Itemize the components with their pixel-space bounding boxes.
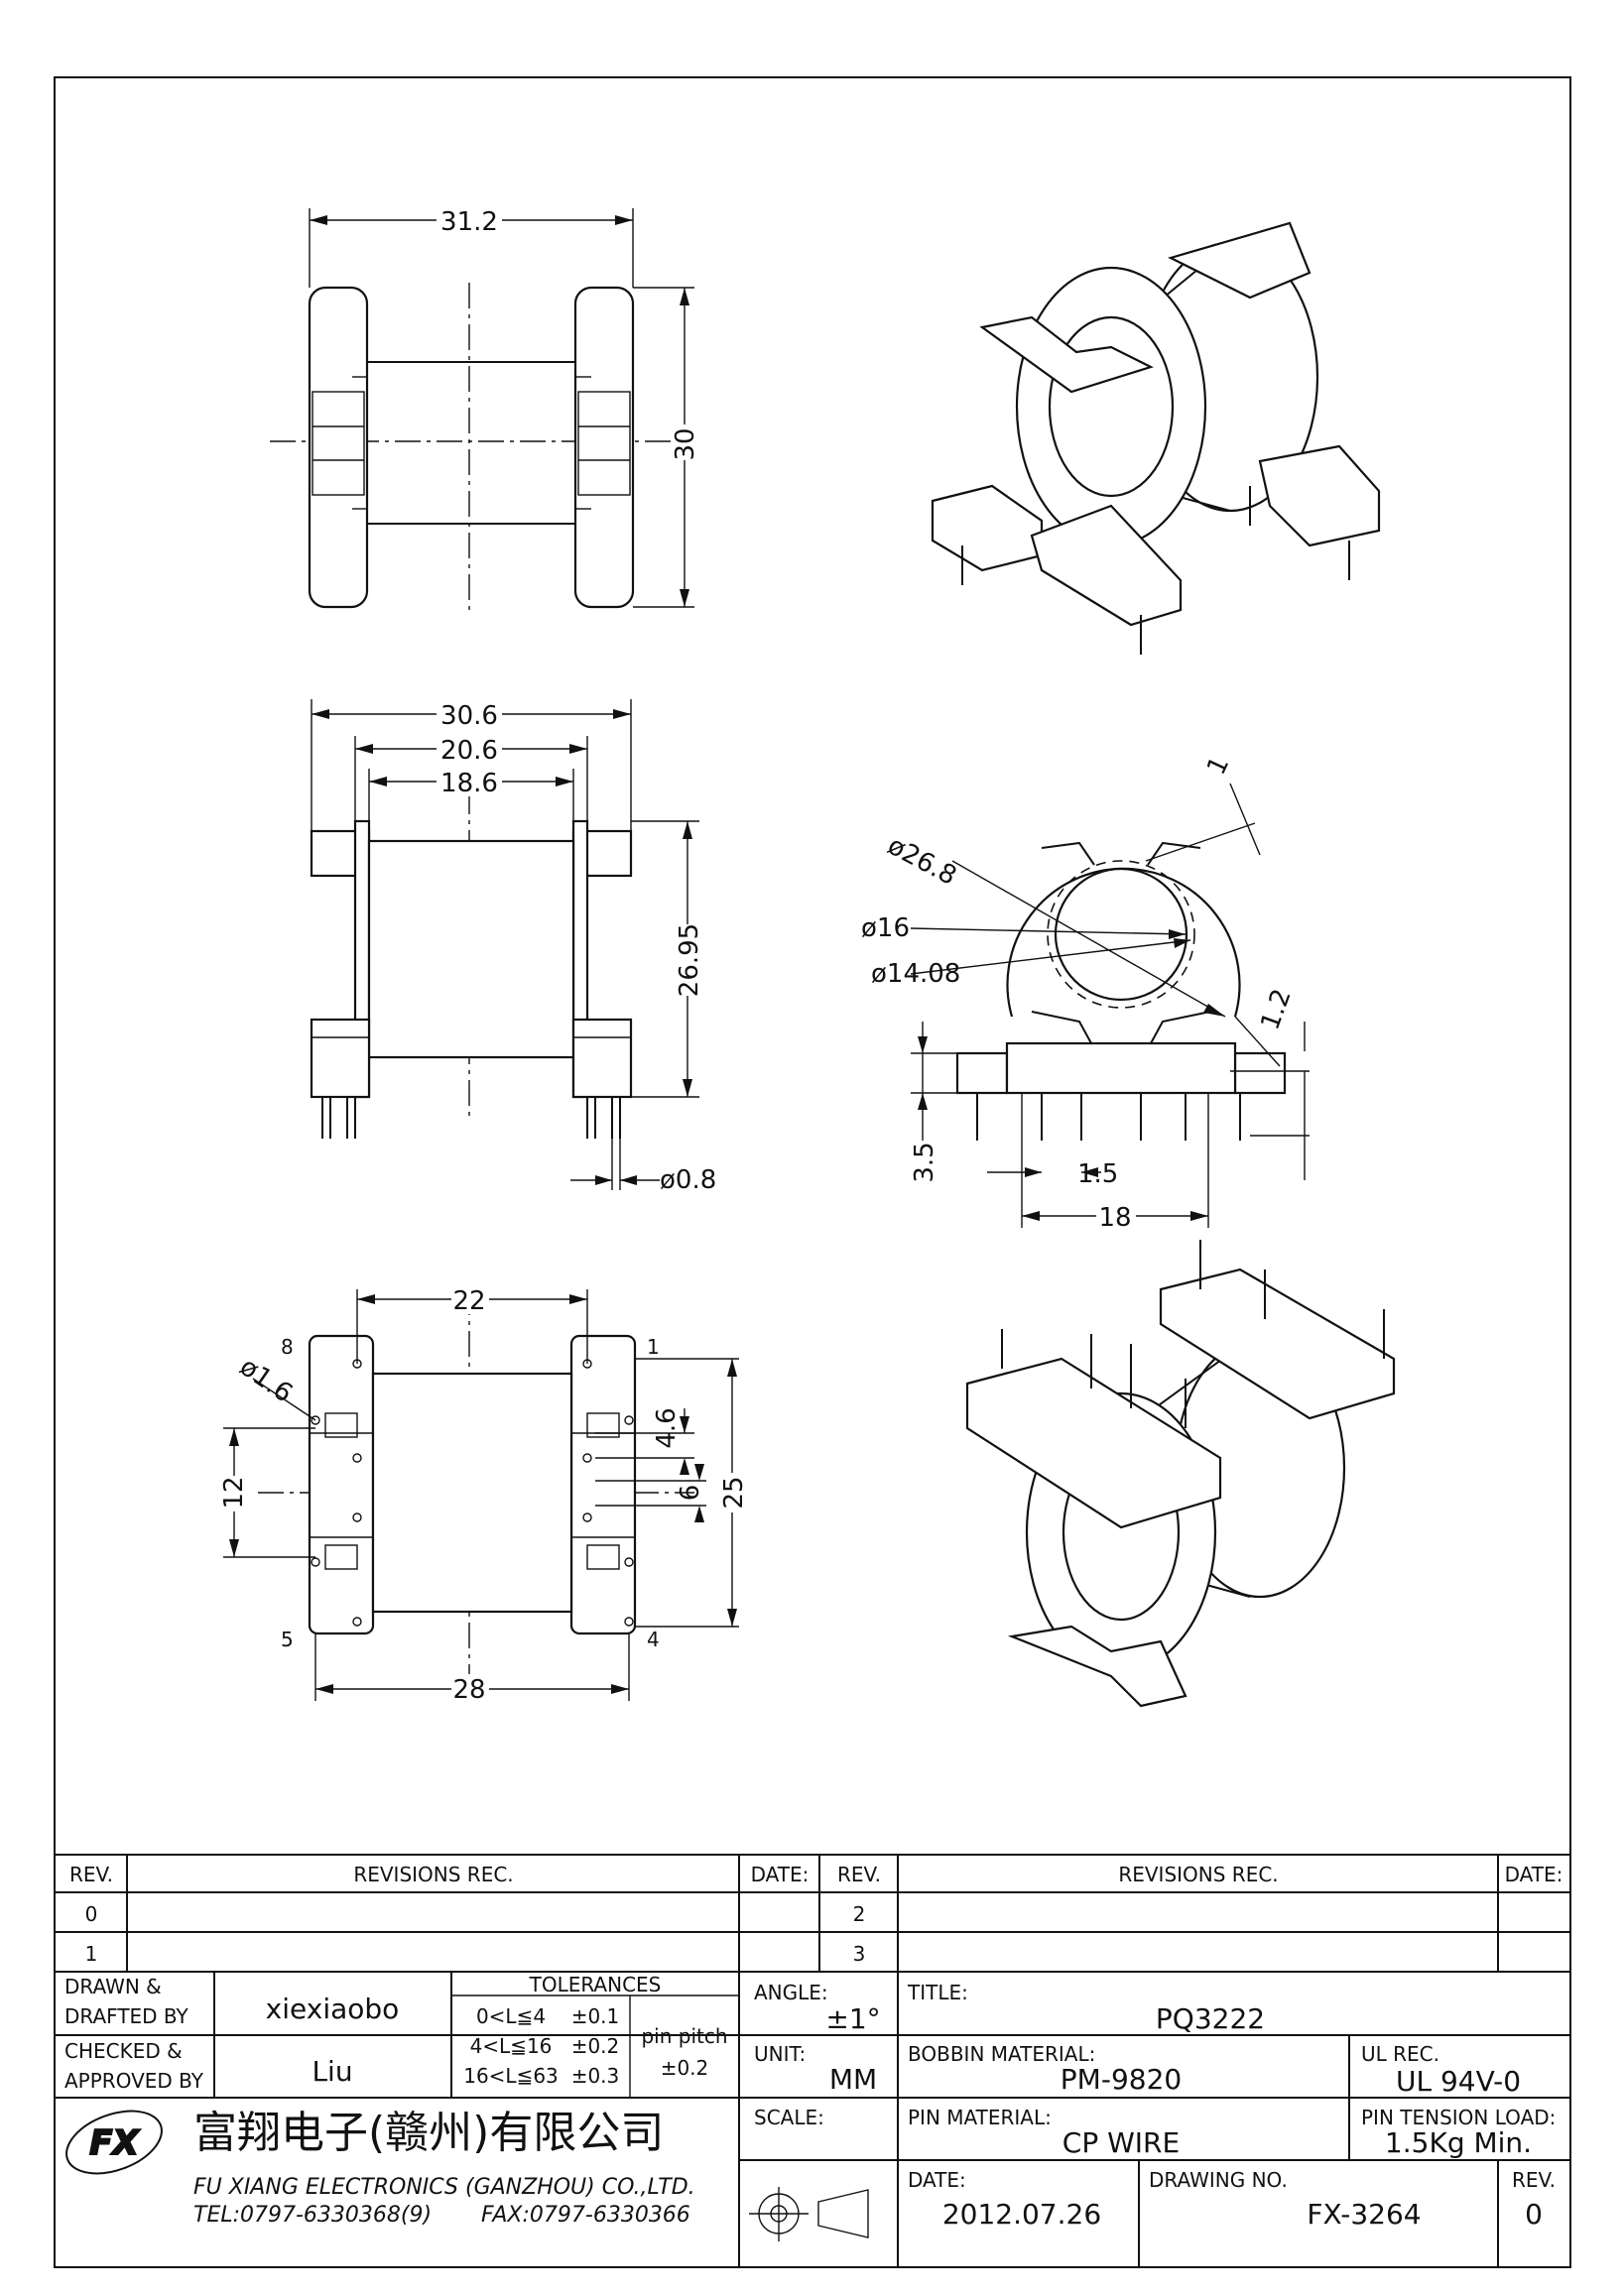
unit-value: MM [829,2063,877,2096]
pin-material-label: PIN MATERIAL: [908,2106,1052,2129]
rev-row-1: 1 [85,1942,98,1966]
dim-front-pin-dia: ø0.8 [660,1165,716,1195]
revisions-header-right: REVISIONS REC. [1118,1863,1278,1886]
company-name-en: FU XIANG ELECTRONICS (GANZHOU) CO.,LTD. [193,2175,695,2200]
angle-label: ANGLE: [754,1981,828,2004]
date-header-right: DATE: [1505,1863,1563,1886]
tol-range-1: 0<L≦4 [476,2004,546,2028]
pin-tension-label: PIN TENSION LOAD: [1361,2106,1556,2129]
dim-bottom-left-pitch: 12 [219,1476,249,1509]
dim-front-overall: 30.6 [440,701,498,731]
pin-pitch-value: ±0.2 [661,2056,709,2080]
checked-label-1: CHECKED & [64,2039,183,2063]
drawing-no-label: DRAWING NO. [1149,2168,1288,2192]
bobbin-material-value: PM-9820 [1061,2063,1182,2096]
revisions-header-left: REVISIONS REC. [353,1863,513,1886]
dim-side-bore-dia: ø14.08 [871,959,960,989]
checked-label-2: APPROVED BY [64,2069,204,2093]
front-view: 30.6 20.6 18.6 26.95 ø0.8 [310,699,716,1195]
drawn-label-1: DRAWN & [64,1975,162,1998]
rev-row-0: 0 [85,1902,98,1926]
pin-pitch-label: pin pitch [641,2024,727,2048]
top-view: 31.2 30 [270,204,700,615]
dim-side-wall: 1.2 [1255,985,1297,1033]
bobbin-material-label: BOBBIN MATERIAL: [908,2042,1095,2066]
dim-side-base-width: 18 [1098,1203,1131,1233]
dim-bottom-hole-dia: ø1.6 [234,1352,298,1408]
date-label: DATE: [908,2168,966,2192]
drawn-by-value: xiexiaobo [266,1993,400,2025]
tol-range-2: 4<L≦16 [470,2034,553,2058]
ul-label: UL REC. [1361,2042,1439,2066]
rev-row-2: 2 [853,1902,866,1926]
rev-label: REV. [1512,2168,1556,2192]
angle-value: ±1° [825,2002,880,2035]
dim-bottom-pitch-b: 6 [676,1485,705,1502]
dim-front-height: 26.95 [675,923,704,997]
company-logo: FX [65,2110,163,2175]
pin-label-5: 5 [281,1628,294,1651]
tol-range-3: 16<L≦63 [463,2064,559,2088]
title-label: TITLE: [907,1981,968,2004]
pin-tension-value: 1.5Kg Min. [1385,2126,1532,2159]
sheet-border [54,76,1571,2268]
dim-side-pin-pitch: 1.5 [1077,1159,1118,1189]
dim-top-height: 30 [671,427,700,460]
company-tel: TEL:0797-6330368(9) [193,2203,432,2228]
pin-material-value: CP WIRE [1062,2126,1180,2159]
scale-label: SCALE: [754,2106,824,2129]
unit-label: UNIT: [754,2042,806,2066]
logo-text: FX [89,2123,140,2163]
dim-bottom-inner-span: 22 [452,1286,485,1316]
company-name-cn: 富翔电子(赣州)有限公司 [193,2108,664,2158]
dim-bottom-row-span: 25 [719,1476,749,1509]
dim-side-outer-dia: ø26.8 [883,831,961,892]
dim-bottom-outer-span: 28 [452,1675,485,1705]
tol-value-2: ±0.2 [571,2034,620,2058]
date-header-left: DATE: [751,1863,810,1886]
title-value: PQ3222 [1156,2002,1265,2035]
pin-label-8: 8 [281,1335,294,1359]
iso-view-bottom [965,1240,1396,1708]
drawing-no-value: FX-3264 [1307,2198,1421,2231]
rev-row-3: 3 [853,1942,866,1966]
rev-header-left: REV. [69,1863,113,1886]
dim-side-base: 3.5 [910,1142,939,1182]
date-value: 2012.07.26 [942,2198,1101,2231]
tol-value-1: ±0.1 [571,2004,620,2028]
tolerances-header: TOLERANCES [529,1973,662,1996]
dim-side-flange-thk: 1 [1201,752,1235,780]
title-block-grid [55,1972,1570,2267]
pin-label-1: 1 [647,1335,660,1359]
dim-side-tube-dia: ø16 [861,913,910,943]
dim-top-width: 31.2 [440,207,498,237]
side-view: ø26.8 ø16 ø14.08 1 1.2 3.5 1.5 1 [861,752,1310,1233]
iso-view-top [931,221,1381,655]
dim-bottom-pitch-a: 4.6 [652,1407,682,1448]
rev-header-right: REV. [837,1863,881,1886]
rev-value: 0 [1525,2198,1543,2231]
dim-front-winding: 18.6 [440,769,498,798]
pin-label-4: 4 [647,1628,660,1651]
dim-front-flange-span: 20.6 [440,736,498,766]
tol-value-3: ±0.3 [571,2064,620,2088]
revisions-table [55,1854,1570,1973]
drawn-label-2: DRAFTED BY [64,2004,189,2028]
company-fax: FAX:0797-6330366 [481,2203,690,2228]
bottom-view: 8 1 5 4 22 28 ø1.6 12 [218,1284,749,1705]
ul-value: UL 94V-0 [1396,2065,1521,2098]
checked-by-value: Liu [312,2055,352,2088]
